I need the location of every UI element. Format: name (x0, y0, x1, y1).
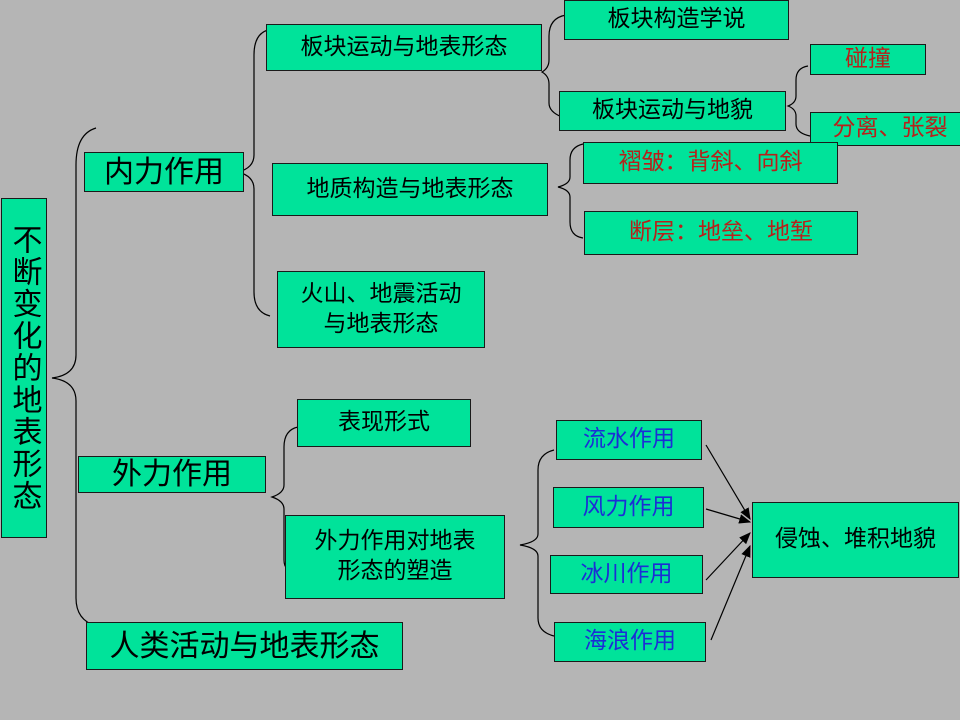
manifestation-node: 表现形式 (297, 399, 471, 447)
wind-node: 风力作用 (553, 487, 704, 528)
human-activity-node: 人类活动与地表形态 (86, 622, 403, 670)
plate-movement-node: 板块运动与地表形态 (266, 24, 542, 71)
internal-force-node: 内力作用 (84, 152, 244, 192)
glacier-node: 冰川作用 (550, 555, 703, 594)
flowing-water-node: 流水作用 (556, 420, 702, 460)
wave-node: 海浪作用 (554, 622, 706, 662)
landform-brace (786, 65, 811, 137)
separation-node: 分离、张裂 (810, 112, 960, 146)
volcano-earthquake-node: 火山、地震活动 与地表形态 (277, 271, 485, 348)
geologic-structure-node: 地质构造与地表形态 (272, 163, 548, 216)
root-brace (51, 127, 97, 627)
fault-node: 断层：地垒、地堑 (584, 211, 858, 255)
erosion-deposition-node: 侵蚀、堆积地貌 (752, 502, 959, 578)
plate-landform-node: 板块运动与地貌 (559, 91, 786, 131)
root-topic: 不断变化的地表形态 (1, 198, 47, 538)
shaping-brace (519, 449, 555, 637)
collision-node: 碰撞 (810, 44, 926, 75)
shaping-node: 外力作用对地表 形态的塑造 (285, 515, 505, 599)
structure-brace (557, 143, 584, 239)
fold-node: 褶皱：背斜、向斜 (583, 142, 838, 184)
plate-tectonics-theory-node: 板块构造学说 (564, 0, 789, 40)
external-brace (270, 426, 299, 575)
plate-brace (540, 14, 567, 118)
external-force-node: 外力作用 (78, 456, 266, 493)
